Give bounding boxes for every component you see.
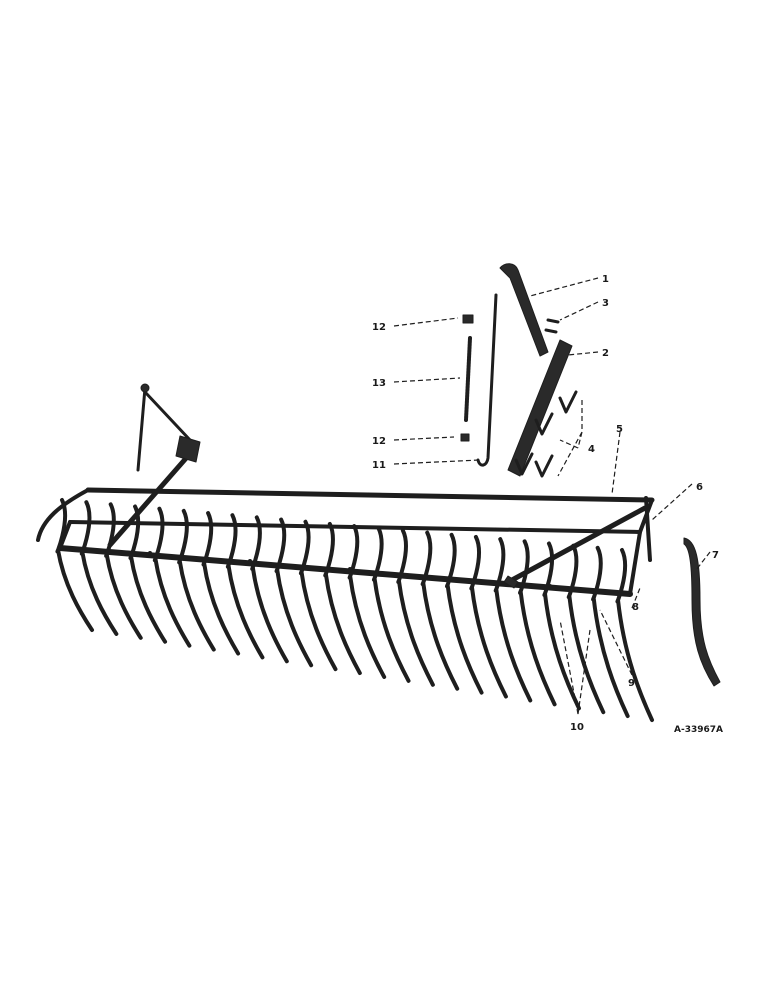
rake-teeth	[55, 498, 654, 722]
part-4-clips	[514, 390, 578, 478]
rake-frame	[36, 487, 655, 597]
rake-tooth	[323, 521, 362, 676]
part-12-nut	[460, 314, 474, 442]
callout-11: 11	[372, 460, 386, 471]
rake-tooth	[469, 534, 508, 699]
rake-tooth	[201, 511, 241, 656]
tooth-bar	[57, 545, 633, 597]
rake-tooth	[298, 519, 338, 672]
part-13-threaded-rod	[464, 336, 472, 422]
callout-5: 5	[616, 424, 623, 435]
part-11-rod	[476, 293, 498, 467]
callout-4: 4	[588, 444, 595, 455]
hitch-brace-upper	[143, 390, 192, 442]
rake-tooth	[518, 539, 557, 707]
rake-tooth	[444, 532, 484, 695]
rake-tooth	[420, 530, 460, 691]
callout-6: 6	[696, 482, 703, 493]
rake-tooth	[128, 504, 168, 644]
callout-1: 1	[602, 274, 609, 285]
rake-tooth	[225, 513, 265, 660]
rake-tooth	[55, 498, 94, 632]
hitch-pin	[140, 383, 150, 393]
part-7-tooth	[683, 537, 721, 687]
rake-tooth	[542, 541, 581, 711]
callout-13: 13	[372, 378, 386, 389]
callout-7: 7	[712, 550, 719, 561]
rake-tooth	[347, 524, 387, 679]
hitch-assembly	[107, 383, 201, 548]
rake-tooth	[274, 517, 314, 668]
diagonal-brace	[503, 505, 648, 589]
leader-lines	[393, 277, 711, 715]
part-2-clip	[544, 318, 560, 334]
callout-10: 10	[570, 722, 584, 733]
callout-12: 12	[372, 322, 386, 333]
brace-rod	[509, 505, 648, 583]
rake-tooth	[371, 526, 411, 683]
callout-9: 9	[628, 678, 635, 689]
callout-8: 8	[632, 602, 639, 613]
rake-tooth	[615, 548, 654, 722]
part-3-bar	[507, 339, 573, 477]
hitch-bracket	[175, 435, 201, 463]
rake-tooth	[177, 508, 216, 652]
hitch-upright	[136, 386, 147, 472]
callout-2: 2	[602, 348, 609, 359]
drawing-number: A-33967A	[674, 725, 723, 735]
rake-tooth	[396, 528, 435, 687]
callout-labels: 1 3 2 4 5 6 7 8 9 10 11 12 13 12	[372, 274, 719, 733]
hitch-arm	[107, 445, 198, 548]
rake-tooth	[250, 515, 289, 664]
rake-tooth	[591, 545, 630, 719]
rake-tooth	[79, 500, 119, 636]
callout-12-lower: 12	[372, 436, 386, 447]
brace-end	[503, 575, 519, 589]
rake-tooth	[493, 537, 533, 703]
rake-tooth	[104, 502, 143, 640]
rake-tooth	[152, 506, 192, 648]
rake-tooth	[566, 543, 606, 715]
callout-3: 3	[602, 298, 609, 309]
part-1-bar	[499, 263, 549, 357]
